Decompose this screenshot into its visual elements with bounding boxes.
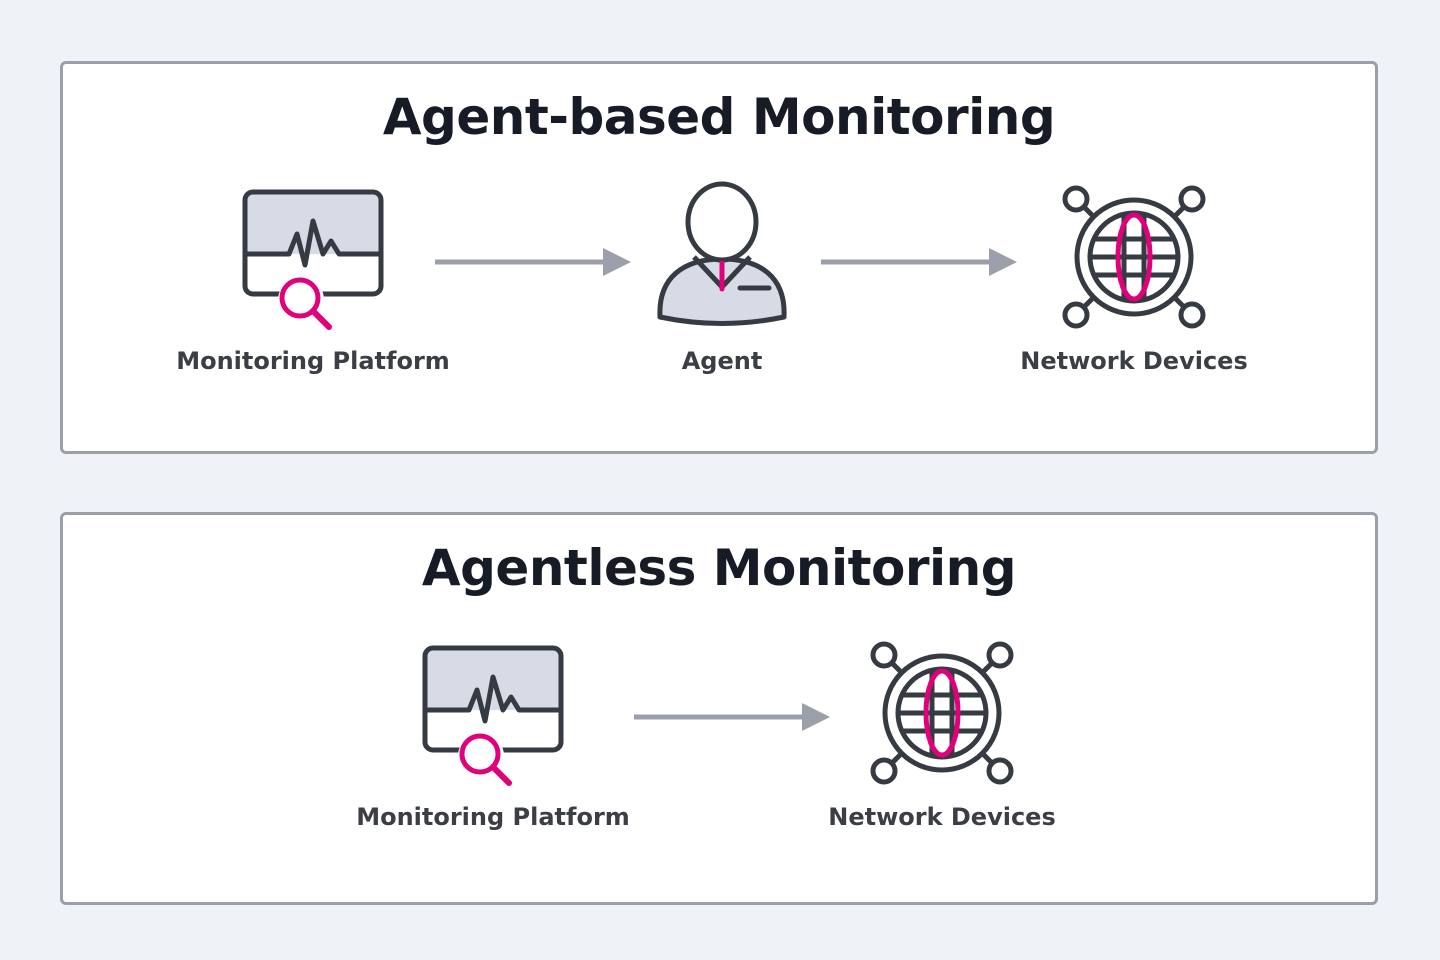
node-monitoring-platform: Monitoring Platform xyxy=(343,633,643,831)
node-label: Monitoring Platform xyxy=(176,347,450,375)
network-globe-icon xyxy=(1054,177,1214,337)
agentless-panel: Agentless Monitoring Monitoring Platform… xyxy=(60,512,1378,905)
agent-based-panel: Agent-based Monitoring Monitoring Platfo… xyxy=(60,61,1378,454)
node-label: Network Devices xyxy=(828,803,1056,831)
agent-based-title: Agent-based Monitoring xyxy=(382,88,1056,146)
node-label: Agent xyxy=(681,347,763,375)
network-globe-icon xyxy=(862,633,1022,793)
node-network-devices: Network Devices xyxy=(984,177,1284,375)
node-monitoring-platform: Monitoring Platform xyxy=(163,177,463,375)
node-agent: Agent xyxy=(572,177,872,375)
node-network-devices: Network Devices xyxy=(792,633,1092,831)
node-label: Network Devices xyxy=(1020,347,1248,375)
person-agent-icon xyxy=(642,177,802,337)
node-label: Monitoring Platform xyxy=(356,803,630,831)
monitor-search-icon xyxy=(413,633,573,793)
agentless-title: Agentless Monitoring xyxy=(421,539,1017,597)
monitor-search-icon xyxy=(233,177,393,337)
